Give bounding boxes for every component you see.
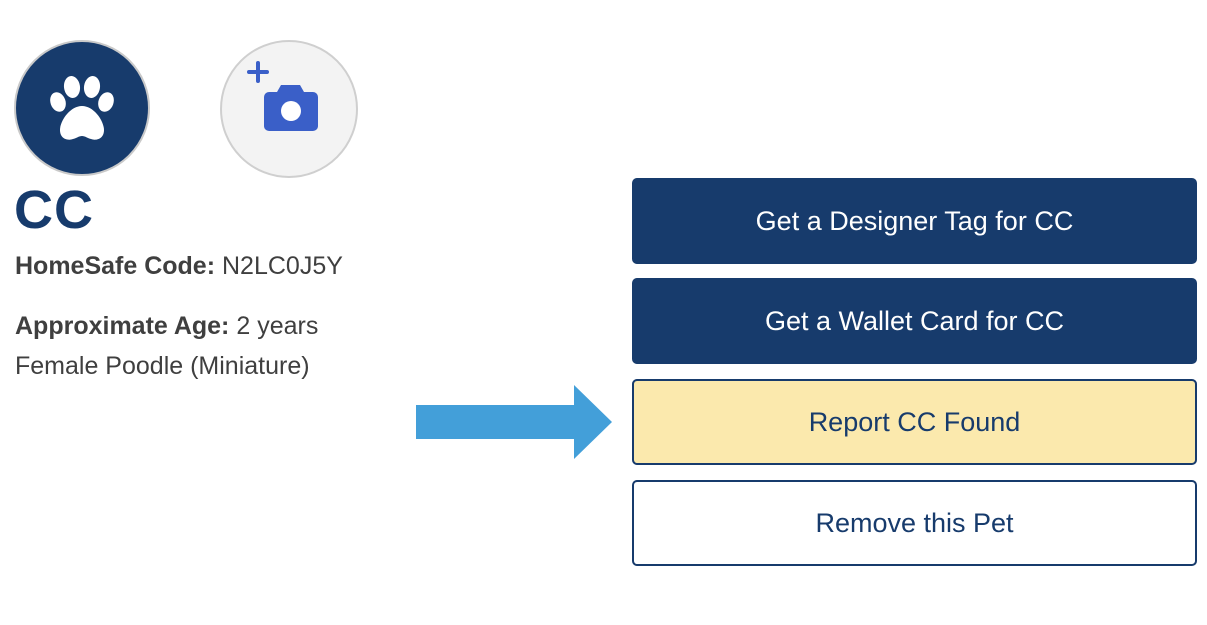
arrow-right-icon [416,385,612,459]
homesafe-code-label: HomeSafe Code: [15,252,216,280]
approximate-age: Approximate Age: 2 years [15,310,318,342]
remove-pet-button[interactable]: Remove this Pet [632,480,1197,566]
get-wallet-card-button[interactable]: Get a Wallet Card for CC [632,278,1197,364]
add-camera-icon [247,61,318,131]
add-photo-button[interactable] [220,40,358,178]
homesafe-code-value: N2LC0J5Y [222,252,343,280]
age-value: 2 years [236,312,319,340]
pet-description: Female Poodle (Miniature) [15,352,310,380]
homesafe-code: HomeSafe Code: N2LC0J5Y [15,250,343,282]
report-found-button[interactable]: Report CC Found [632,379,1197,465]
paw-icon [50,76,114,140]
age-label: Approximate Age: [15,312,230,340]
get-designer-tag-button[interactable]: Get a Designer Tag for CC [632,178,1197,264]
pet-avatar [14,40,150,176]
pet-name: CC [14,180,94,240]
